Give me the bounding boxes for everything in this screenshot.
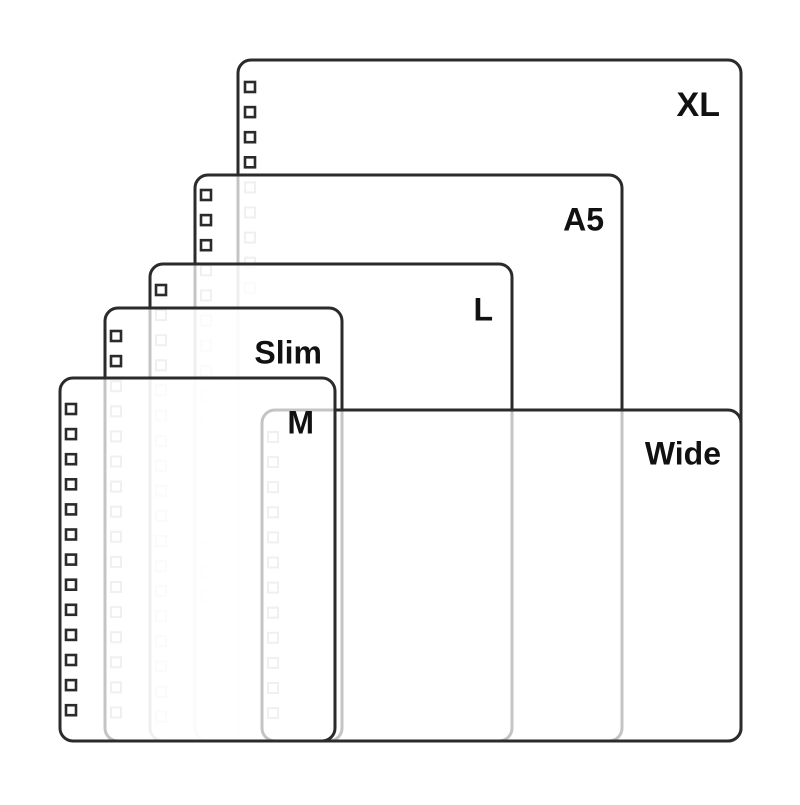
- sheet-slim-label: Slim: [254, 334, 322, 370]
- punch-hole-icon: [64, 603, 78, 617]
- punch-hole-icon: [64, 678, 78, 692]
- punch-hole-icon: [199, 188, 213, 202]
- punch-hole-icon: [64, 553, 78, 566]
- sheet-a5-label: A5: [563, 201, 604, 237]
- punch-hole-icon: [64, 653, 78, 667]
- punch-hole-icon: [64, 578, 78, 592]
- punch-hole-icon: [64, 452, 78, 466]
- punch-hole-icon: [243, 80, 257, 94]
- punch-hole-icon: [64, 427, 78, 441]
- sheet-xl-label: XL: [677, 86, 720, 124]
- punch-hole-icon: [243, 105, 257, 119]
- punch-hole-icon: [199, 238, 213, 252]
- sheet-m-outline: [58, 376, 337, 743]
- punch-hole-icon: [243, 130, 257, 144]
- sheet-wide-fill: [262, 410, 741, 741]
- punch-hole-icon: [243, 156, 257, 169]
- punch-hole-icon: [154, 283, 168, 297]
- punch-hole-icon: [64, 703, 78, 717]
- sheet-m-fill: [60, 378, 335, 741]
- punch-hole-icon: [64, 402, 78, 416]
- sheet-l-label: L: [473, 291, 493, 327]
- punch-hole-icon: [199, 213, 213, 227]
- sheet-m: M: [58, 376, 337, 743]
- punch-hole-icon: [64, 528, 78, 541]
- punch-hole-icon: [109, 354, 123, 368]
- punch-hole-icon: [64, 628, 78, 642]
- punch-hole-icon: [64, 477, 78, 491]
- sheet-wide-label: Wide: [645, 435, 721, 471]
- sheet-m-label: M: [287, 404, 314, 440]
- punch-hole-icon: [64, 503, 78, 516]
- punch-hole-icon: [109, 329, 123, 343]
